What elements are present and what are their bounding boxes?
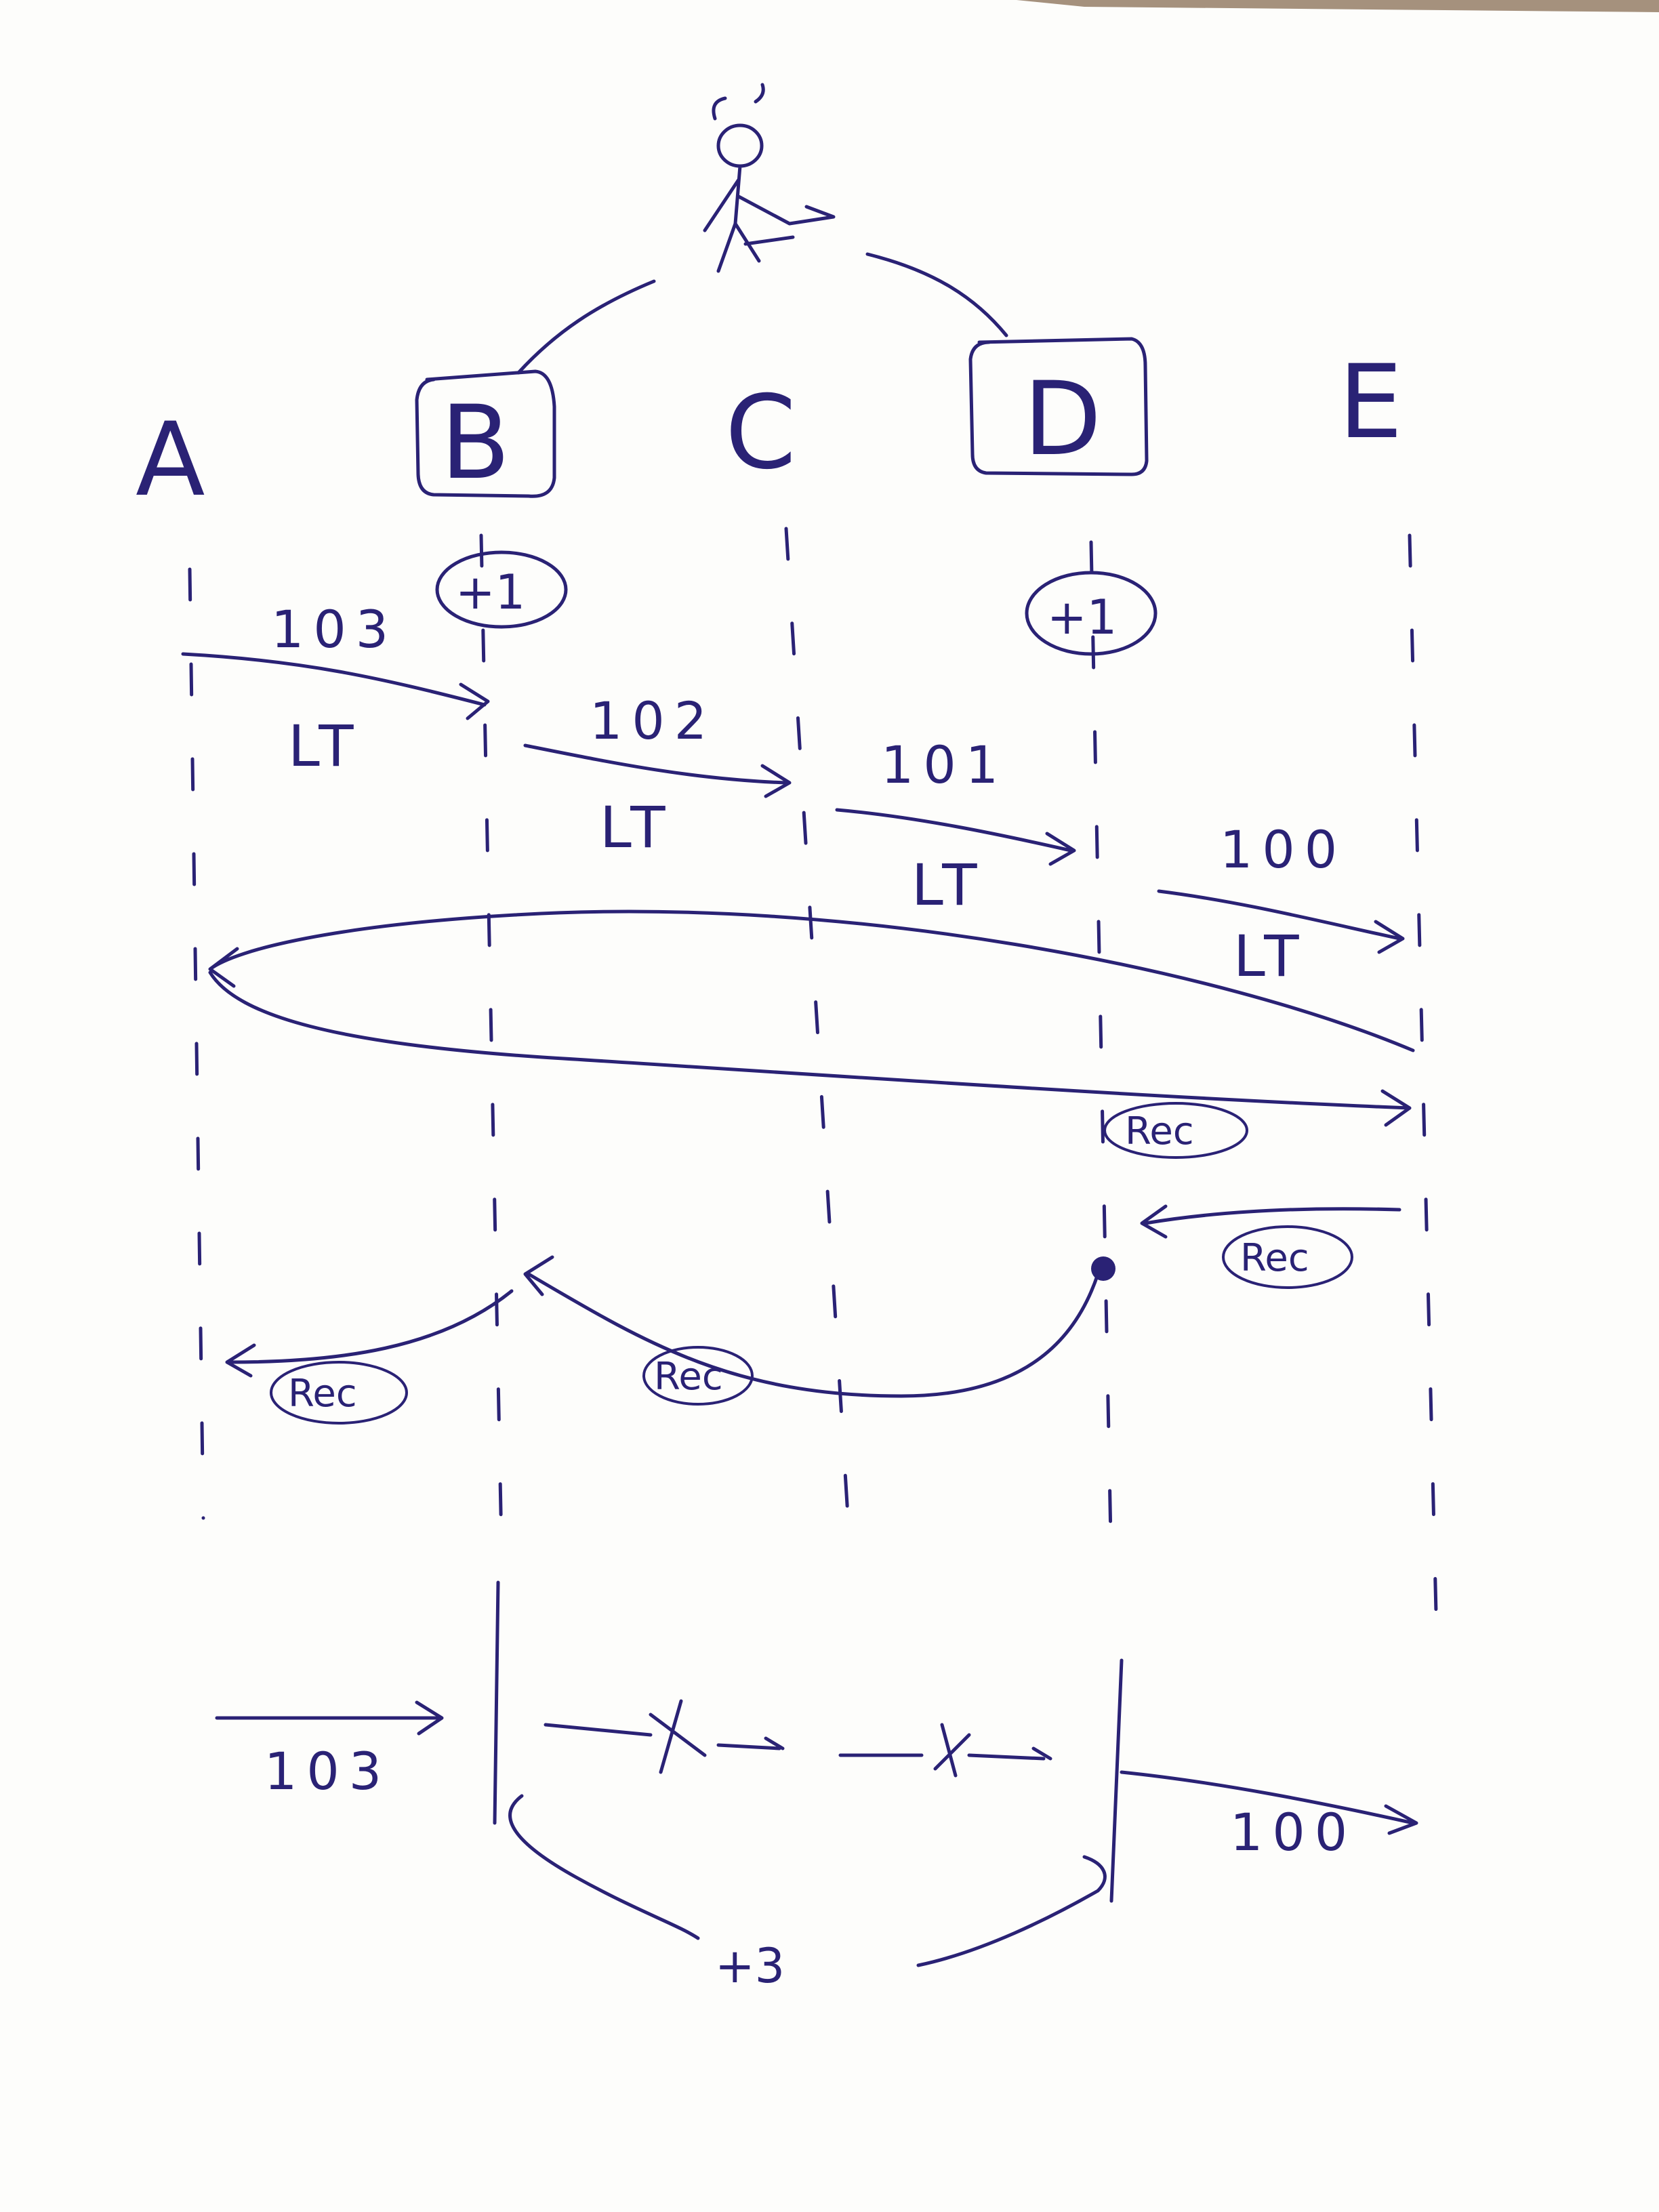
node-d: D	[968, 337, 1149, 478]
message-c-d-value: 101	[881, 735, 1008, 795]
rec-c-label: Rec	[654, 1355, 723, 1399]
badge-d-label: +1	[1047, 590, 1117, 645]
rec-d-to-b-curve	[523, 1255, 1100, 1398]
arrow-a-b	[181, 652, 490, 720]
b-vertical-bar	[493, 1580, 500, 1825]
node-d-box	[968, 337, 1149, 476]
out-arrow-value: 100	[1230, 1802, 1357, 1862]
rec-a: Rec	[270, 1361, 408, 1425]
lifeline-e	[1408, 533, 1439, 1642]
rec-c: Rec	[642, 1346, 754, 1406]
rec-e-outline	[1222, 1225, 1353, 1289]
badge-d-outline	[1025, 571, 1158, 656]
badge-b-outline	[435, 550, 568, 629]
rec-a-label: Rec	[288, 1372, 357, 1416]
badge-d: +1	[1025, 571, 1158, 656]
rec-d: Rec	[1103, 1102, 1248, 1159]
rec-e: Rec	[1222, 1225, 1353, 1289]
badge-b: +1	[435, 550, 568, 629]
rec-e-to-d-arrow	[1140, 1204, 1401, 1239]
shortcut-label: +3	[715, 1938, 785, 1994]
node-e-label: E	[1338, 344, 1403, 462]
arrow-c-d	[835, 808, 1076, 866]
message-a-b-value: 103	[271, 599, 398, 659]
arrow-d-e	[1157, 889, 1405, 954]
message-a-b: 103 LT	[181, 599, 490, 779]
bottom-scenario: 103 100 +3	[215, 1580, 1418, 1994]
photo-edge-shadow	[1017, 0, 1659, 12]
rec-b-to-a-arrow	[225, 1289, 514, 1378]
node-d-label: D	[1023, 361, 1102, 478]
return-loop-curve	[208, 909, 1415, 1127]
attacker-to-d-curve	[865, 252, 1008, 337]
node-e: E	[1338, 344, 1403, 462]
d-vertical-bar	[1109, 1658, 1124, 1903]
attacker-figure	[703, 83, 836, 273]
stick-figure-with-horns-icon	[703, 83, 836, 273]
in-arrow-value: 103	[264, 1741, 391, 1801]
node-b-label: B	[441, 384, 510, 502]
arrow-b-c	[523, 743, 792, 798]
node-b: B	[415, 369, 556, 502]
node-b-box	[415, 369, 556, 498]
badge-b-label: +1	[455, 565, 525, 620]
message-d-e-sub: LT	[1233, 923, 1306, 989]
shortcut-brace	[508, 1794, 1107, 1967]
lifeline-b	[479, 533, 504, 1547]
rec-e-label: Rec	[1240, 1236, 1309, 1280]
rec-d-label: Rec	[1125, 1109, 1194, 1153]
node-c: C	[725, 374, 796, 492]
attacker-to-b-curve	[516, 279, 656, 375]
rec-d-outline	[1103, 1102, 1248, 1159]
node-a-label: A	[136, 401, 205, 519]
in-arrow	[215, 1700, 444, 1736]
message-d-e: 100 LT	[1157, 819, 1405, 989]
message-a-b-sub: LT	[288, 713, 361, 779]
dropped-path	[544, 1699, 1052, 1778]
message-c-d: 101 LT	[835, 735, 1076, 918]
rec-a-outline	[270, 1361, 408, 1425]
message-b-c: 102 LT	[523, 691, 792, 861]
lifeline-d	[1089, 540, 1113, 1574]
rec-c-outline	[642, 1346, 754, 1406]
message-d-e-value: 100	[1220, 819, 1347, 880]
message-b-c-sub: LT	[600, 794, 672, 861]
out-arrow	[1120, 1770, 1418, 1835]
node-c-label: C	[725, 374, 796, 492]
lifeline-a	[188, 567, 205, 1520]
node-a: A	[136, 401, 205, 519]
message-b-c-value: 102	[590, 691, 716, 751]
lifeline-c	[784, 527, 853, 1561]
message-c-d-sub: LT	[912, 852, 984, 918]
signal-dot	[1091, 1256, 1115, 1281]
